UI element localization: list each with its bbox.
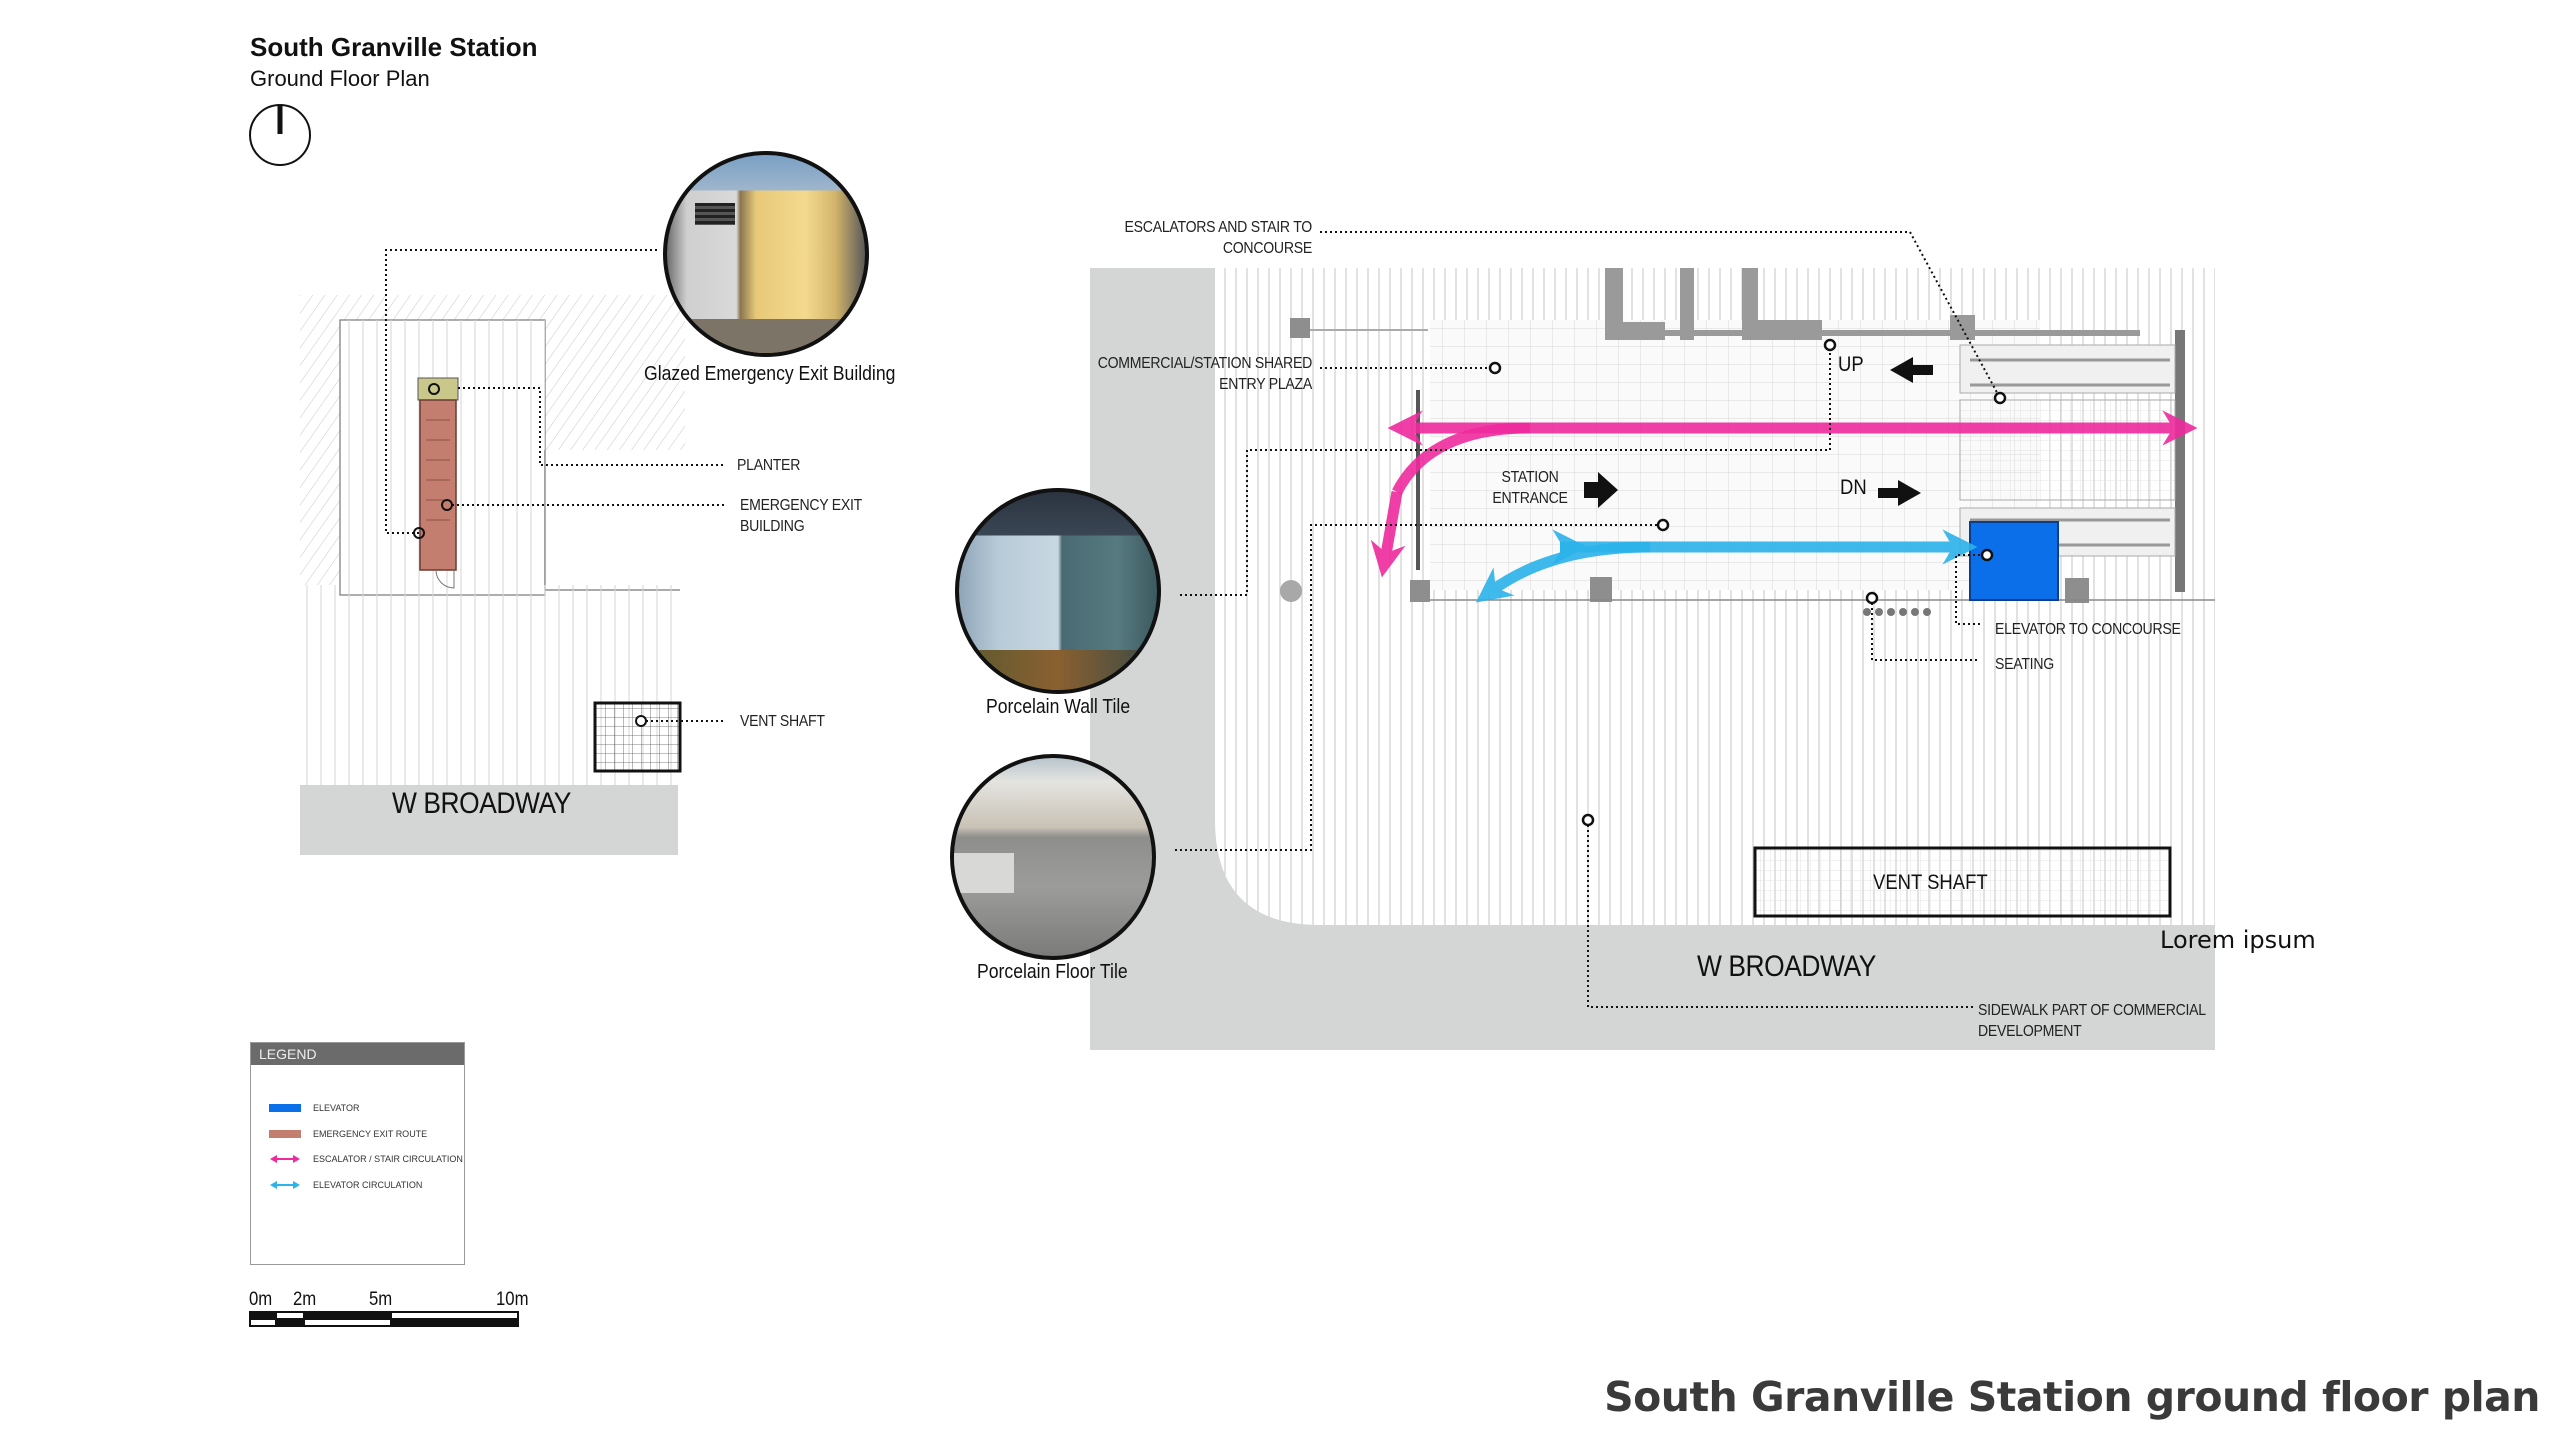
callout-plaza-1: COMMERCIAL/STATION SHARED [1097, 355, 1313, 372]
street-label-right: W BROADWAY [1697, 950, 1876, 983]
caption-wall-tile: Porcelain Wall Tile [986, 696, 1131, 718]
seating [1863, 608, 1931, 616]
scale-label-10: 10m [496, 1289, 529, 1310]
callout-sidewalk-1: SIDEWALK PART OF COMMERCIAL [1978, 1002, 2206, 1019]
leader-elevator [1955, 554, 1985, 625]
drawing-title: South Granville Station [250, 32, 538, 62]
up-arrow-icon [1890, 357, 1933, 383]
photo-glazed-emergency-exit [663, 151, 869, 357]
legend-label: ESCALATOR / STAIR CIRCULATION [313, 1154, 463, 1164]
callout-seating: SEATING [1995, 656, 2054, 673]
legend-label: ELEVATOR CIRCULATION [313, 1180, 423, 1190]
entrance-glazing [1416, 390, 1420, 570]
entrance-arrow-icon [1584, 472, 1618, 508]
photo-porcelain-wall-tile [955, 488, 1161, 694]
legend-item-elevator: ELEVATOR [269, 1103, 360, 1113]
callout-markers [1488, 338, 2007, 827]
figure-caption: South Granville Station ground floor pla… [1604, 1373, 2540, 1421]
north-arrow-icon [249, 104, 311, 166]
leader-escalators [1320, 231, 2001, 399]
callout-escalators-2: CONCOURSE [1222, 240, 1312, 257]
rear-walls [1605, 268, 2140, 340]
caption-glazed-building: Glazed Emergency Exit Building [644, 363, 896, 385]
scale-label-2: 2m [293, 1289, 317, 1310]
leader-glazed-building [385, 249, 660, 534]
leader-planter [458, 387, 725, 466]
dn-label: DN [1840, 476, 1867, 499]
right-site-plan [1090, 231, 2215, 1050]
legend-label: ELEVATOR [313, 1103, 360, 1113]
leader-sidewalk [1587, 820, 1975, 1008]
vent-shaft-label-right: VENT SHAFT [1873, 871, 1988, 894]
callout-planter: PLANTER [737, 457, 801, 474]
road-right [1090, 268, 2215, 1050]
vent-shaft-left [593, 701, 682, 773]
vent-shaft-right [1753, 846, 2172, 918]
street-label-left: W BROADWAY [392, 787, 571, 820]
emergency-exit-building [419, 399, 457, 571]
callout-emergency-exit-2: BUILDING [740, 518, 805, 535]
leader-seating [1871, 598, 1980, 661]
escalators [1959, 344, 2176, 557]
up-label: UP [1838, 353, 1864, 376]
double-arrow-magenta-icon [270, 1155, 300, 1163]
station-entrance-label-2: ENTRANCE [1492, 490, 1568, 507]
road-left [300, 785, 678, 855]
emergency-exit-swatch [269, 1130, 301, 1138]
callout-escalators-1: ESCALATORS AND STAIR TO [1124, 219, 1313, 236]
scale-label-0: 0m [249, 1289, 273, 1310]
callout-sidewalk-2: DEVELOPMENT [1978, 1023, 2082, 1040]
callout-vent-shaft-left: VENT SHAFT [740, 713, 825, 730]
scale-bar [249, 1311, 519, 1327]
double-arrow-cyan-icon [270, 1181, 300, 1189]
leader-floor-tile [1175, 524, 1660, 851]
legend-item-escalator-circulation: ESCALATOR / STAIR CIRCULATION [269, 1154, 463, 1164]
callout-plaza-2: ENTRY PLAZA [1219, 376, 1312, 393]
callout-elevator-to-concourse: ELEVATOR TO CONCOURSE [1995, 621, 2181, 638]
legend: LEGEND ELEVATOR EMERGENCY EXIT ROUTE ESC… [250, 1042, 465, 1265]
legend-title: LEGEND [251, 1043, 464, 1065]
left-site-plan [300, 249, 725, 855]
elevator [1969, 521, 2059, 601]
drawing-subtitle: Ground Floor Plan [250, 66, 430, 91]
elevator-swatch [269, 1104, 301, 1112]
leader-wall-tile [1180, 345, 1831, 596]
note-text: Lorem ipsum [2160, 926, 2316, 954]
callout-emergency-exit-1: EMERGENCY EXIT [740, 497, 863, 514]
caption-floor-tile: Porcelain Floor Tile [977, 961, 1128, 983]
scale-label-5: 5m [369, 1289, 393, 1310]
down-arrow-icon [1878, 480, 1921, 506]
legend-item-elevator-circulation: ELEVATOR CIRCULATION [269, 1180, 422, 1190]
legend-label: EMERGENCY EXIT ROUTE [313, 1129, 428, 1139]
station-entrance-label-1: STATION [1501, 469, 1559, 486]
legend-item-emergency-exit: EMERGENCY EXIT ROUTE [269, 1129, 427, 1139]
photo-porcelain-floor-tile [950, 754, 1156, 960]
